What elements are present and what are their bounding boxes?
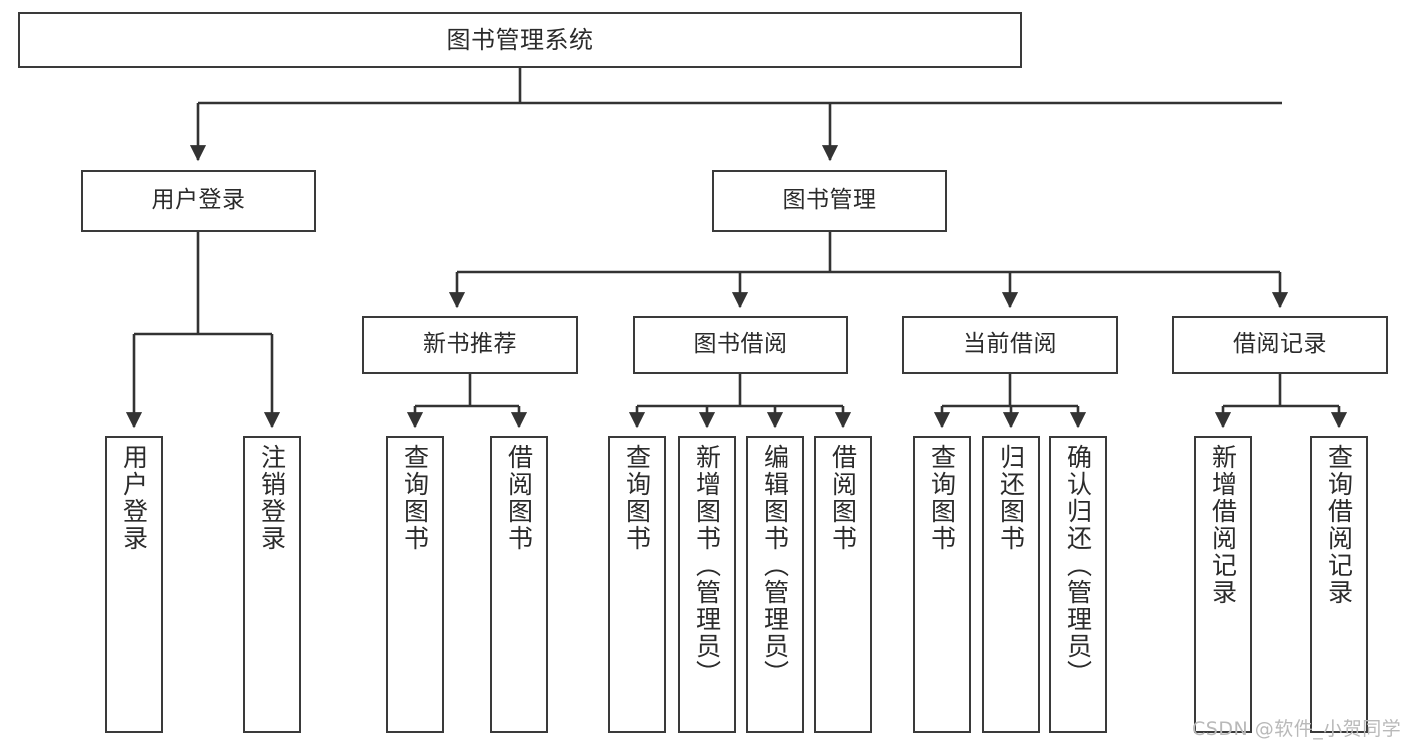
node-label: 借阅图书 — [828, 444, 858, 552]
node-book-borrow[interactable]: 图书借阅 — [633, 316, 848, 374]
leaf-user-login[interactable]: 用户登录 — [105, 436, 163, 733]
node-borrow-record[interactable]: 借阅记录 — [1172, 316, 1388, 374]
leaf-confirm-return-admin[interactable]: 确认归还（管理员） — [1049, 436, 1107, 733]
leaf-return-book[interactable]: 归还图书 — [982, 436, 1040, 733]
leaf-borrow-book[interactable]: 借阅图书 — [814, 436, 872, 733]
node-label: 图书借阅 — [693, 331, 788, 358]
node-label: 查询借阅记录 — [1324, 444, 1354, 606]
csdn-watermark: CSDN @软件_小贺同学 — [1192, 718, 1402, 740]
node-label: 用户登录 — [151, 187, 246, 214]
node-label: 用户登录 — [119, 444, 149, 552]
node-root-system[interactable]: 图书管理系统 — [18, 12, 1022, 68]
node-label: 查询图书 — [400, 444, 430, 552]
node-label: 新书推荐 — [423, 331, 517, 358]
leaf-query-book-recommend[interactable]: 查询图书 — [386, 436, 444, 733]
node-label: 查询图书 — [927, 444, 957, 552]
leaf-add-book-admin[interactable]: 新增图书（管理员） — [678, 436, 736, 733]
leaf-query-book-borrow[interactable]: 查询图书 — [608, 436, 666, 733]
node-label: 编辑图书（管理员） — [760, 444, 790, 687]
leaf-query-book-current[interactable]: 查询图书 — [913, 436, 971, 733]
node-label: 借阅记录 — [1233, 331, 1327, 358]
node-label: 新增图书（管理员） — [692, 444, 722, 687]
node-label: 当前借阅 — [963, 331, 1057, 358]
node-label: 归还图书 — [996, 444, 1026, 552]
node-label: 借阅图书 — [504, 444, 534, 552]
node-label: 注销登录 — [257, 444, 287, 552]
leaf-edit-book-admin[interactable]: 编辑图书（管理员） — [746, 436, 804, 733]
leaf-add-borrow-record[interactable]: 新增借阅记录 — [1194, 436, 1252, 733]
leaf-logout[interactable]: 注销登录 — [243, 436, 301, 733]
node-current-borrow[interactable]: 当前借阅 — [902, 316, 1118, 374]
node-label: 图书管理系统 — [446, 25, 594, 54]
leaf-query-borrow-record[interactable]: 查询借阅记录 — [1310, 436, 1368, 733]
node-new-book-recommendation[interactable]: 新书推荐 — [362, 316, 578, 374]
node-label: 确认归还（管理员） — [1063, 444, 1093, 687]
node-book-manage[interactable]: 图书管理 — [712, 170, 947, 232]
node-user-login[interactable]: 用户登录 — [81, 170, 316, 232]
leaf-borrow-book-recommend[interactable]: 借阅图书 — [490, 436, 548, 733]
node-label: 新增借阅记录 — [1208, 444, 1238, 606]
node-label: 查询图书 — [622, 444, 652, 552]
node-label: 图书管理 — [782, 187, 877, 214]
